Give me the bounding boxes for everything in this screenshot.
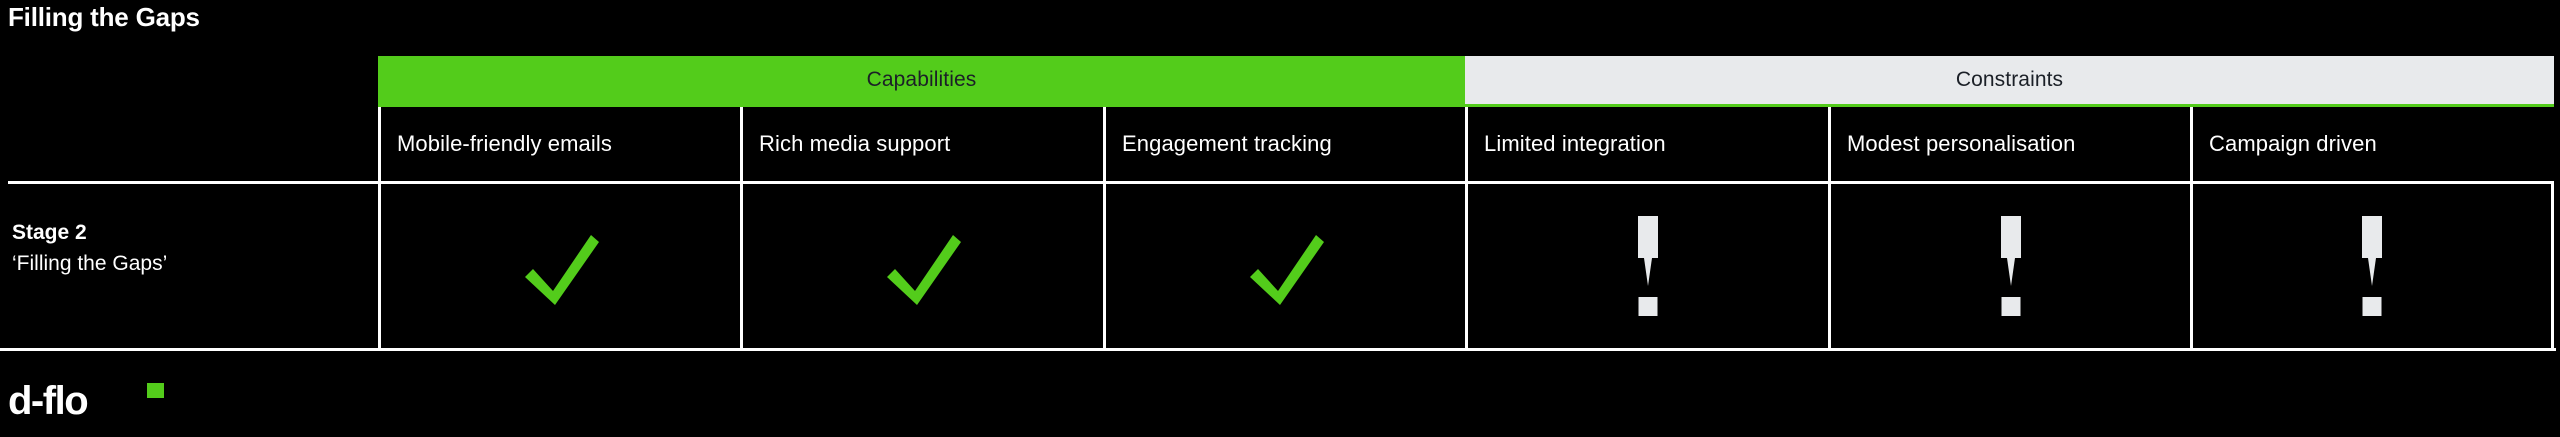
exclamation-icon xyxy=(1991,216,2031,316)
check-icon xyxy=(887,235,961,305)
column-header-label: Rich media support xyxy=(759,131,951,156)
column-header-campaign-driven: Campaign driven xyxy=(2190,107,2554,181)
column-header-label: Mobile-friendly emails xyxy=(397,131,612,156)
column-header-label: Modest personalisation xyxy=(1847,131,2076,156)
column-header-engagement-tracking: Engagement tracking xyxy=(1103,107,1465,181)
row-cells xyxy=(378,184,2554,348)
cell-campaign-driven xyxy=(2190,184,2554,348)
column-header-label: Engagement tracking xyxy=(1122,131,1332,156)
group-header-capabilities-label: Capabilities xyxy=(866,68,977,91)
exclamation-icon xyxy=(1628,216,1668,316)
row-label-stage: Stage 2 xyxy=(12,221,87,244)
cell-mobile-friendly-emails xyxy=(378,184,740,348)
row-label-stage-2: Stage 2 ‘Filling the Gaps’ xyxy=(12,217,362,279)
row-label-stage-name: ‘Filling the Gaps’ xyxy=(12,252,168,275)
row-divider-top xyxy=(8,181,2554,184)
check-icon xyxy=(524,235,599,305)
check-icon xyxy=(1249,235,1324,305)
column-header-label: Limited integration xyxy=(1484,131,1666,156)
matrix-group-header-row: Capabilities Constraints xyxy=(378,56,2554,104)
cell-limited-integration xyxy=(1465,184,1828,348)
cell-engagement-tracking xyxy=(1103,184,1465,348)
brand-logo: d-flo xyxy=(8,378,164,424)
column-header-rich-media-support: Rich media support xyxy=(740,107,1103,181)
cell-modest-personalisation xyxy=(1828,184,2190,348)
group-header-capabilities: Capabilities xyxy=(378,56,1465,104)
cell-rich-media-support xyxy=(740,184,1103,348)
page-title: Filling the Gaps xyxy=(8,2,200,32)
column-header-mobile-friendly-emails: Mobile-friendly emails xyxy=(378,107,740,181)
column-header-label: Campaign driven xyxy=(2209,131,2377,156)
group-header-constraints-label: Constraints xyxy=(1955,68,2064,91)
row-divider-bottom xyxy=(0,348,2556,351)
capability-constraint-matrix: Capabilities Constraints Mobile-friendly… xyxy=(0,56,2556,351)
group-header-constraints: Constraints xyxy=(1465,56,2554,104)
brand-logo-accent-square xyxy=(147,383,164,398)
brand-logo-text: d-flo xyxy=(8,379,89,423)
column-header-modest-personalisation: Modest personalisation xyxy=(1828,107,2190,181)
table-row: Stage 2 ‘Filling the Gaps’ xyxy=(0,181,2556,351)
exclamation-icon xyxy=(2352,216,2392,316)
column-header-limited-integration: Limited integration xyxy=(1465,107,1828,181)
matrix-column-header-row: Mobile-friendly emails Rich media suppor… xyxy=(378,104,2554,181)
